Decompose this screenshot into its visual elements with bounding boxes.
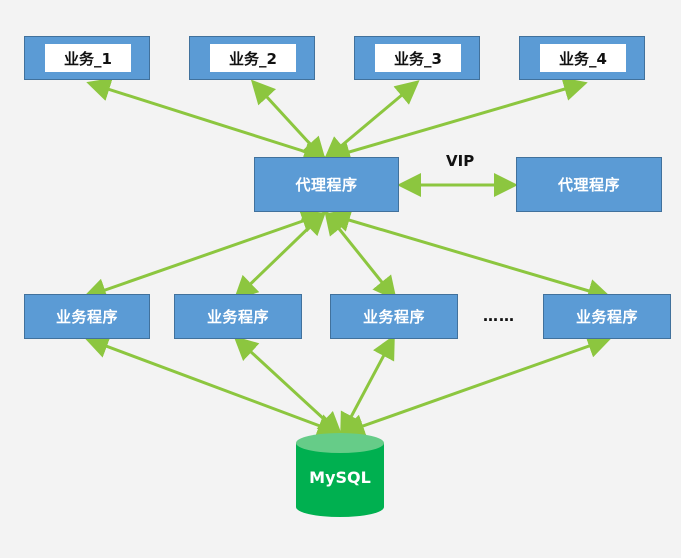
business-box-1: 业务_1 bbox=[24, 36, 150, 80]
arrow-prog3-db bbox=[340, 334, 395, 438]
vip-label: VIP bbox=[446, 152, 475, 170]
program-box-2: 业务程序 bbox=[174, 294, 302, 339]
arrow-prog1-db bbox=[84, 335, 342, 437]
arrow-prog4-db bbox=[340, 334, 612, 438]
business-label-4: 业务_4 bbox=[540, 44, 626, 72]
arrow-proxy-prog1 bbox=[82, 209, 326, 302]
business-label-2: 业务_2 bbox=[210, 44, 296, 72]
business-label-3: 业务_3 bbox=[375, 44, 461, 72]
arrow-biz1-proxy bbox=[86, 78, 328, 163]
arrow-biz2-proxy bbox=[250, 79, 327, 162]
arrow-proxy-prog4 bbox=[326, 208, 612, 303]
arrow-prog2-db bbox=[233, 335, 343, 437]
business-box-2: 业务_2 bbox=[189, 36, 315, 80]
ellipsis-text: …… bbox=[483, 307, 515, 325]
program-box-1: 业务程序 bbox=[24, 294, 150, 339]
business-box-3: 业务_3 bbox=[354, 36, 480, 80]
database-label: MySQL bbox=[309, 468, 371, 487]
program-box-3: 业务程序 bbox=[330, 294, 458, 339]
proxy-backup-box: 代理程序 bbox=[516, 157, 662, 212]
arrow-proxy-prog2 bbox=[233, 210, 327, 301]
business-box-4: 业务_4 bbox=[519, 36, 645, 80]
business-label-1: 业务_1 bbox=[45, 44, 131, 72]
database-cylinder-icon bbox=[296, 433, 384, 517]
arrow-biz4-proxy bbox=[326, 77, 588, 164]
program-box-4: 业务程序 bbox=[543, 294, 671, 339]
arrow-proxy-prog3 bbox=[324, 210, 397, 301]
proxy-main-box: 代理程序 bbox=[254, 157, 399, 212]
arrow-biz3-proxy bbox=[323, 80, 420, 161]
